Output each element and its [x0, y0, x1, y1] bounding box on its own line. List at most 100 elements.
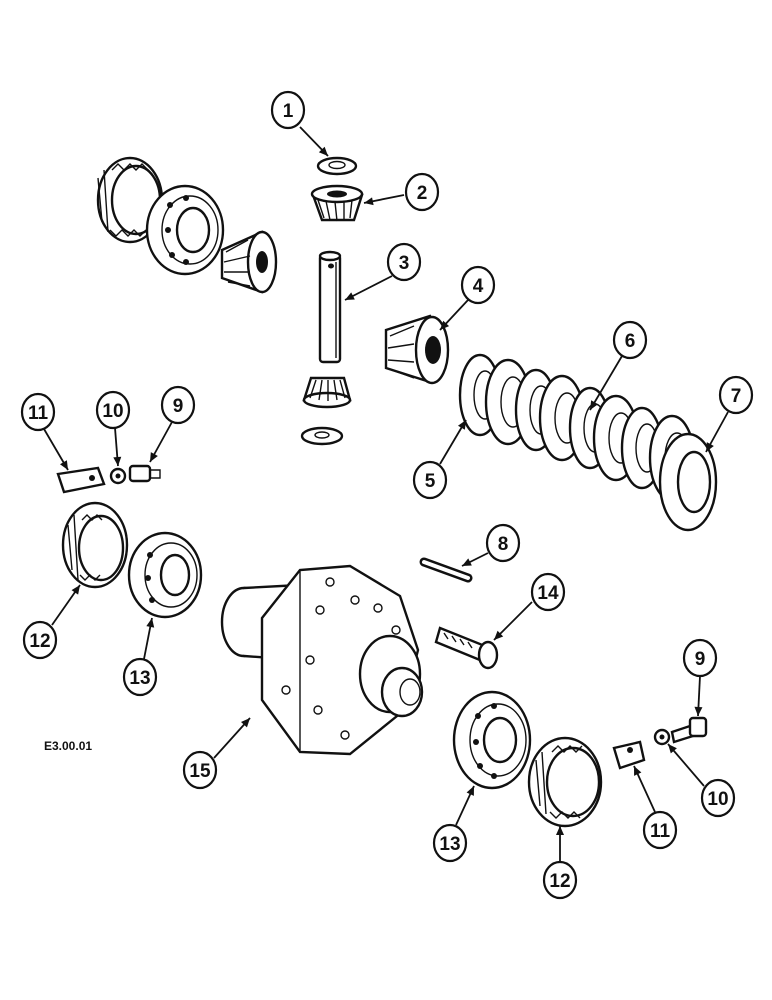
leader-arrow — [462, 558, 472, 566]
callout-circle — [700, 778, 736, 818]
callout-circle — [122, 657, 158, 697]
leader-arrow — [694, 706, 703, 716]
thrust-washer — [316, 156, 358, 176]
adjuster-ring-right — [527, 736, 603, 828]
callout-circle — [718, 375, 754, 415]
callout-number: 15 — [189, 761, 211, 782]
callout-circle — [642, 810, 678, 850]
leader-arrow — [590, 400, 599, 410]
lock-washer-right — [653, 728, 671, 746]
lock-washer-left — [109, 467, 127, 485]
lock-tab-left — [56, 466, 106, 494]
callout-c12b: 12 — [542, 826, 578, 900]
callout-c11a: 11 — [20, 392, 69, 471]
callout-c6: 6 — [589, 320, 648, 411]
roll-pin — [419, 557, 473, 583]
thrust-washer-lower — [300, 426, 344, 446]
leader-arrow — [71, 585, 80, 595]
bearing-upper — [145, 184, 225, 276]
lock-tab-right — [612, 740, 646, 770]
callout-circle — [485, 523, 521, 563]
callout-circle — [270, 90, 306, 130]
leader-arrow — [364, 197, 374, 206]
bolt — [434, 626, 499, 670]
leader-arrow — [146, 618, 155, 628]
leader-arrow — [113, 456, 122, 466]
callout-number: 12 — [29, 631, 50, 652]
figure-code-label: E3.00.01 — [44, 739, 92, 753]
lock-bolt-left — [128, 464, 161, 483]
callout-c7: 7 — [705, 375, 754, 453]
callout-number: 14 — [537, 583, 559, 604]
callout-number: 2 — [417, 183, 428, 204]
callout-circle — [160, 385, 196, 425]
leader-arrow — [634, 766, 642, 776]
callout-circle — [432, 823, 468, 863]
callout-number: 4 — [473, 276, 484, 297]
leader-arrow — [466, 786, 474, 796]
callout-c4: 4 — [439, 265, 496, 331]
callout-number: 13 — [439, 834, 460, 855]
leader-line — [667, 743, 705, 787]
callout-number: 10 — [102, 401, 123, 422]
callout-c13b: 13 — [432, 785, 475, 863]
bearing-right — [452, 690, 532, 790]
callout-circle — [404, 172, 440, 212]
callout-circle — [22, 620, 58, 660]
leader-arrow — [345, 292, 355, 300]
leader-arrow — [60, 460, 68, 470]
leader-arrow — [706, 442, 714, 452]
callout-number: 3 — [399, 253, 410, 274]
leader-arrow — [440, 320, 450, 330]
callout-c9b: 9 — [682, 638, 718, 717]
callout-c9a: 9 — [149, 385, 196, 463]
leader-arrow — [150, 452, 158, 462]
callout-circle — [612, 320, 648, 360]
callout-circle — [182, 750, 218, 790]
callout-number: 7 — [731, 386, 742, 407]
clutch-plate-stack — [458, 353, 718, 532]
differential-case — [220, 564, 424, 756]
callout-number: 8 — [498, 534, 509, 555]
planet-pinion-gear-bottom — [302, 376, 352, 409]
callout-c8: 8 — [461, 523, 521, 567]
leader-arrow — [318, 146, 328, 156]
callout-number: 10 — [707, 789, 728, 810]
callout-c5: 5 — [412, 419, 467, 500]
callout-circle — [530, 572, 566, 612]
callout-number: 12 — [549, 871, 570, 892]
callout-circle — [682, 638, 718, 678]
callout-number: 1 — [283, 101, 294, 122]
callout-c10b: 10 — [667, 743, 736, 818]
planet-pinion-gear-top — [310, 184, 364, 222]
callout-number: 13 — [129, 668, 150, 689]
callout-c14: 14 — [493, 572, 566, 641]
callout-circle — [386, 242, 422, 282]
callout-c2: 2 — [363, 172, 440, 212]
callout-c1: 1 — [270, 90, 329, 157]
leader-arrow — [556, 826, 564, 835]
adjuster-ring-left — [61, 501, 129, 589]
leader-arrow — [241, 718, 250, 728]
side-gear-right — [384, 314, 450, 385]
leader-line — [589, 355, 623, 411]
bearing-left — [127, 531, 203, 619]
callout-c10a: 10 — [95, 390, 131, 467]
callout-c11b: 11 — [633, 765, 678, 850]
pinion-shaft — [318, 250, 342, 364]
callout-circle — [95, 390, 131, 430]
callout-circle — [542, 860, 578, 900]
side-gear-upper — [220, 230, 278, 294]
callout-number: 11 — [650, 821, 671, 842]
callout-number: 9 — [695, 649, 706, 670]
callout-number: 9 — [173, 396, 184, 417]
callout-c3: 3 — [344, 242, 422, 301]
callout-number: 5 — [425, 471, 436, 492]
lock-bolt-right — [670, 716, 708, 744]
leader-arrow — [668, 744, 677, 754]
leader-arrow — [494, 630, 504, 640]
callout-c13a: 13 — [122, 617, 158, 697]
callout-circle — [460, 265, 496, 305]
